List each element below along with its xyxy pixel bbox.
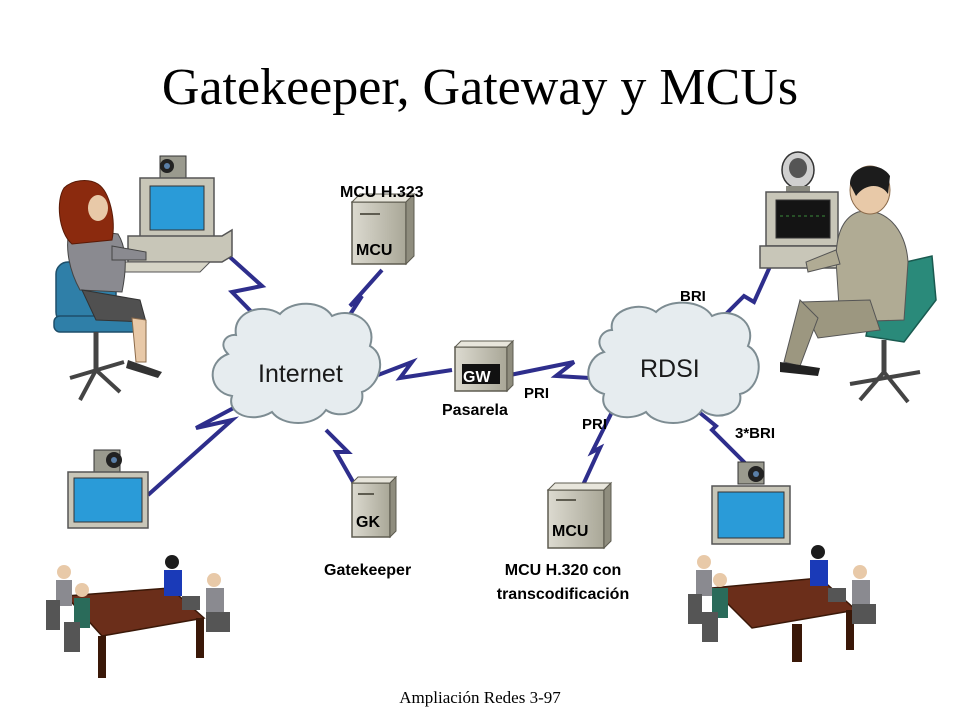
triple-bri-link-label: 3*BRI — [735, 425, 776, 442]
right-video-terminal-icon — [711, 461, 791, 545]
pri-gateway-link-label: PRI — [524, 385, 550, 402]
gatekeeper-box — [350, 475, 398, 539]
mcu-h323-box — [350, 192, 416, 266]
mcu-h323-box-label: MCU — [356, 242, 393, 259]
gateway-box-label: GW — [463, 369, 491, 386]
mcu-h320-label-line1: MCU H.320 con — [504, 562, 622, 579]
isdn-cloud-label: RDSI — [640, 355, 700, 383]
gatekeeper-label: Gatekeeper — [324, 562, 412, 579]
network-links — [146, 248, 774, 497]
gateway-label: Pasarela — [442, 402, 508, 419]
right-meeting-room-icon — [688, 545, 876, 662]
gateway-box — [453, 339, 515, 393]
left-video-terminal-icon — [67, 449, 149, 529]
woman-workstation-icon — [53, 155, 233, 401]
mcu-h323-label: MCU H.323 — [340, 184, 424, 201]
link-gw-isdn — [509, 360, 591, 380]
mcu-h320-box — [546, 481, 613, 550]
internet-cloud — [211, 302, 381, 424]
man-workstation-icon — [759, 151, 937, 404]
bri-link-label: BRI — [680, 288, 706, 305]
page-title: Gatekeeper, Gateway y MCUs — [161, 59, 799, 116]
isdn-cloud — [587, 301, 760, 424]
link-tv-internet — [146, 393, 259, 497]
link-workstation-isdn — [710, 261, 774, 330]
gatekeeper-box-label: GK — [356, 514, 380, 531]
internet-cloud-label: Internet — [258, 360, 343, 388]
left-meeting-room-icon — [46, 555, 230, 678]
pri-mcu-link-label: PRI — [582, 416, 608, 433]
mcu-h320-box-label: MCU — [552, 523, 589, 540]
mcu-h320-label-line2: transcodificación — [496, 586, 630, 603]
footer-caption: Ampliación Redes 3-97 — [399, 688, 561, 707]
link-isdn-mcu — [581, 411, 614, 486]
link-gk-internet — [324, 428, 358, 488]
link-internet-gw — [377, 357, 453, 381]
link-isdn-tv — [692, 406, 750, 468]
